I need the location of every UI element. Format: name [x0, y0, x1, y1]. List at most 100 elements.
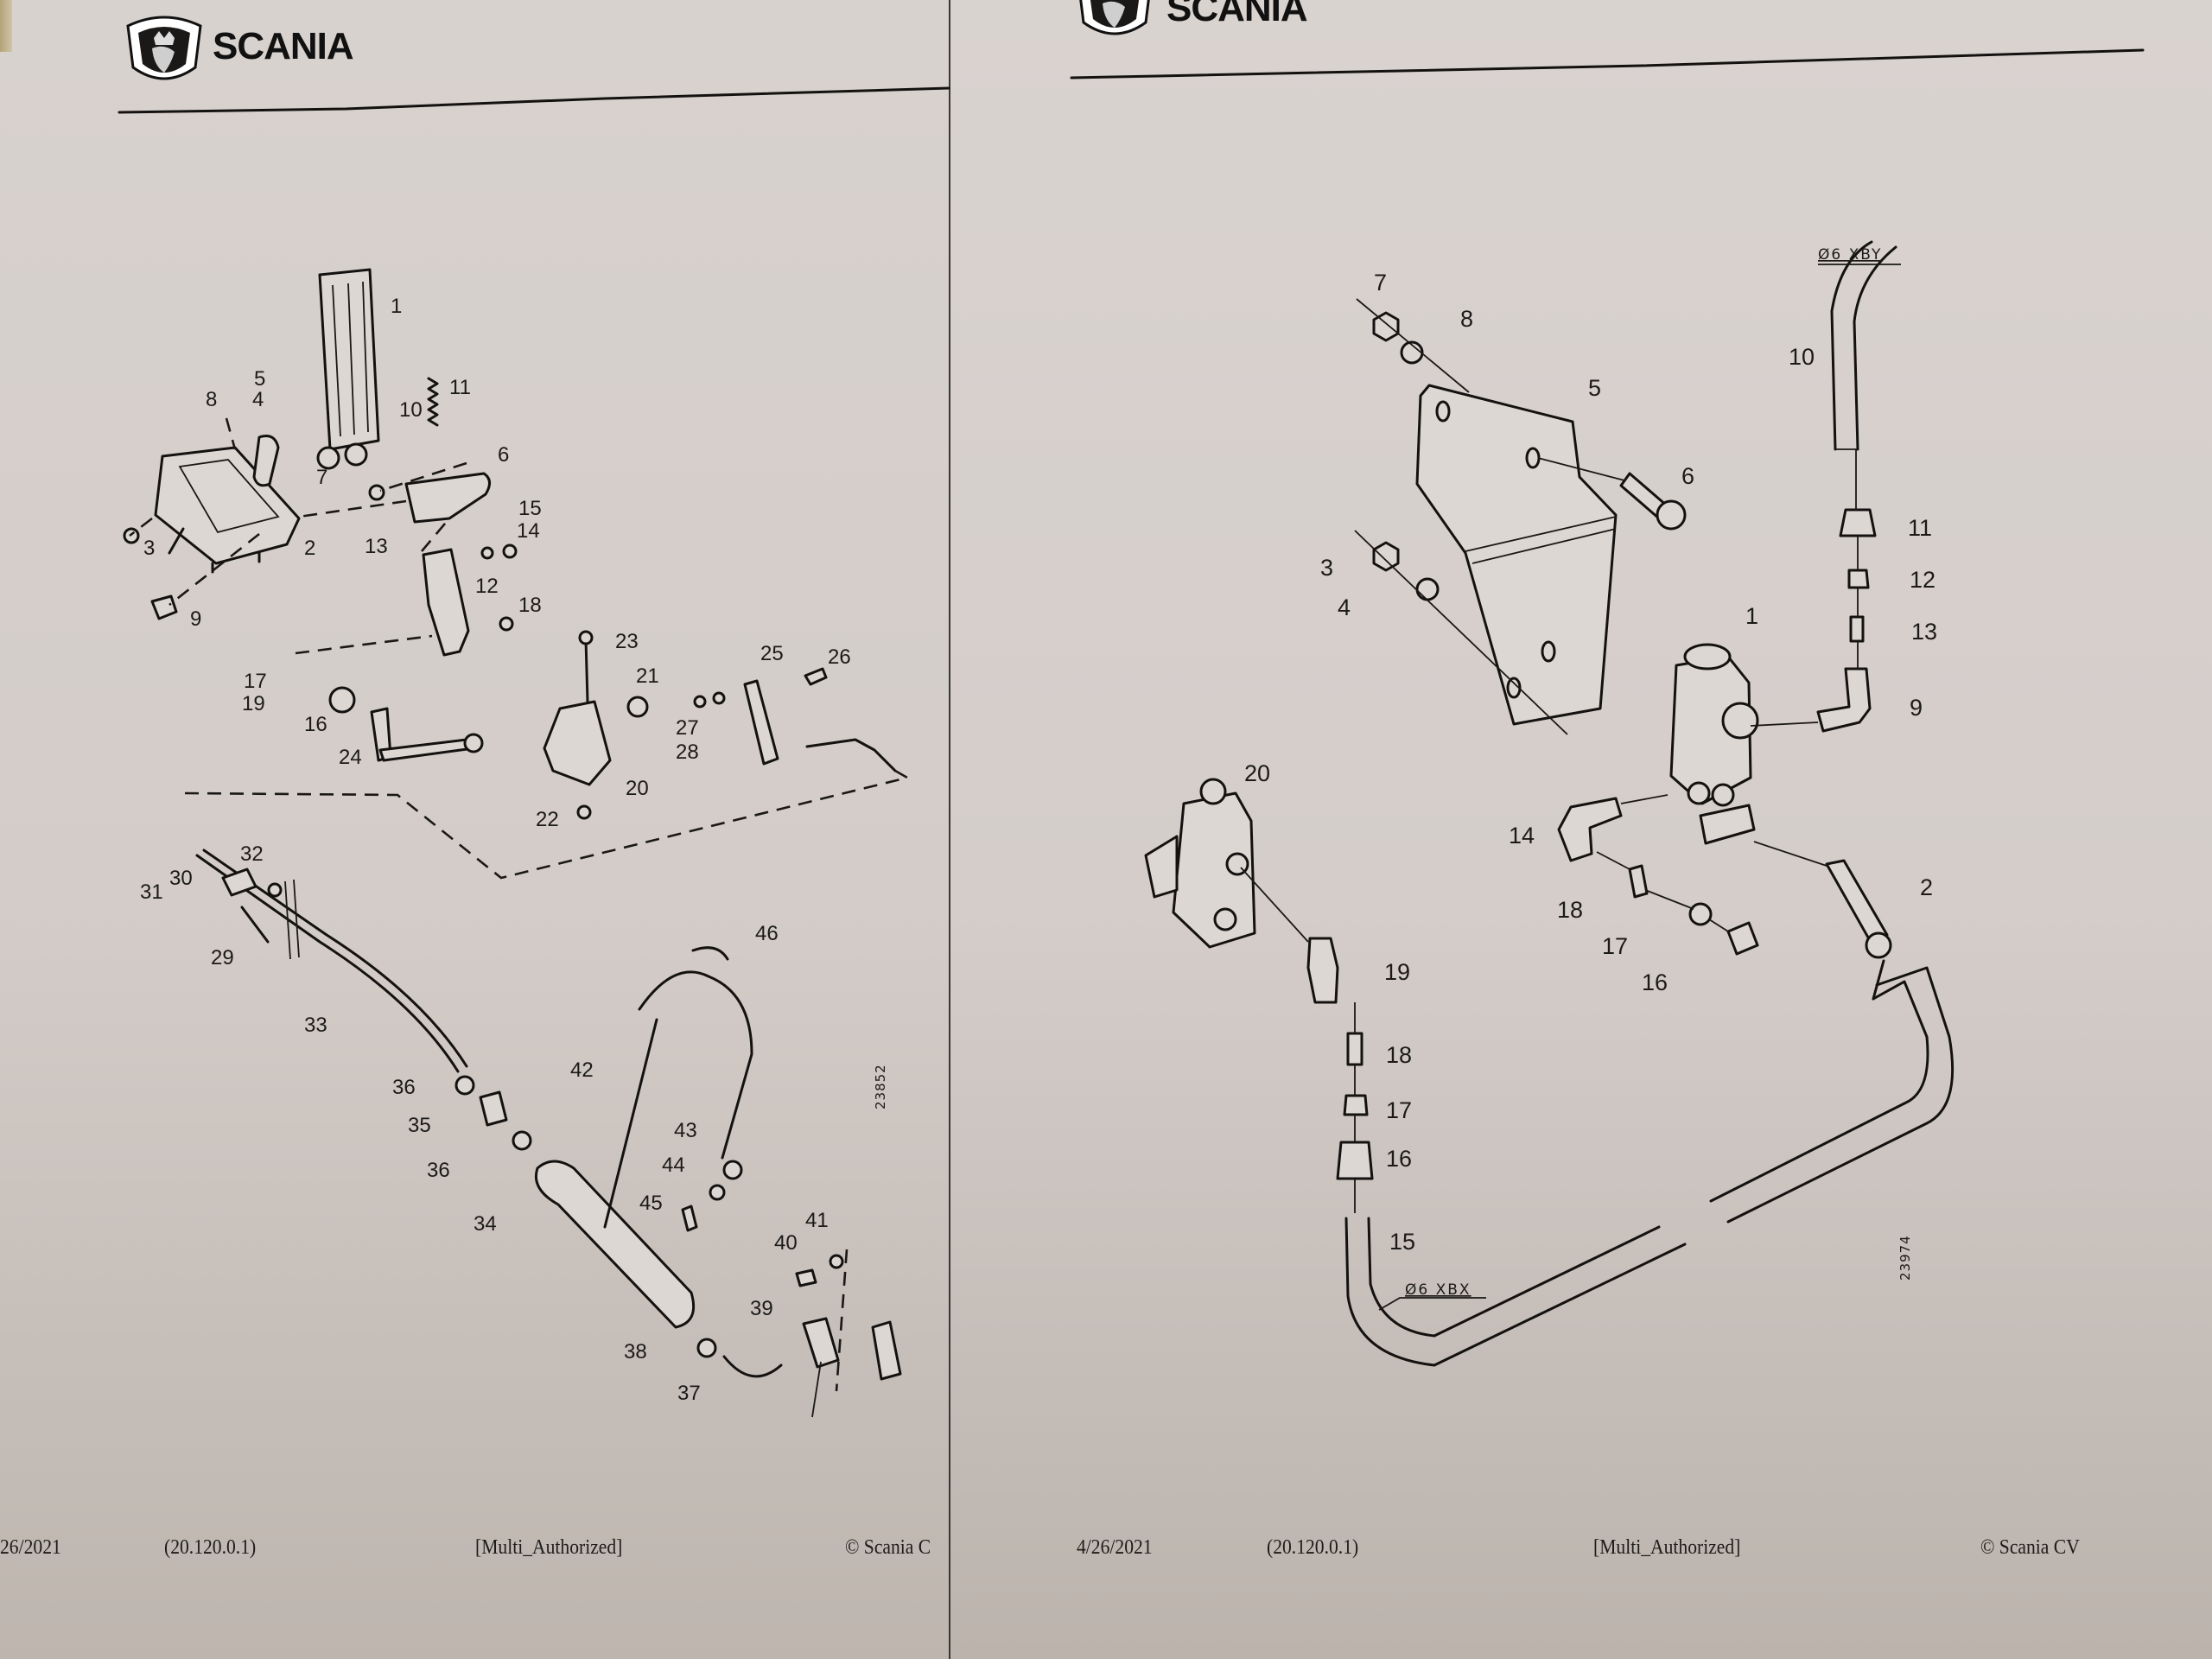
scania-wordmark: SCANIA [1166, 0, 1307, 29]
slave-cylinder [535, 1160, 696, 1329]
callout-5: 5 [254, 367, 265, 391]
callout-4: 4 [1338, 594, 1351, 620]
callout-17: 17 [244, 670, 267, 693]
callout-13: 13 [1911, 619, 1937, 645]
callout-labels: 1 2 3 4 5 6 7 8 9 10 11 12 13 14 15 16 1… [1244, 270, 1937, 1255]
elbow-fitting-14 [1557, 797, 1623, 862]
callout-4: 4 [252, 388, 264, 411]
page-edge-stain [0, 0, 12, 52]
callout-42: 42 [570, 1058, 594, 1082]
scania-griffin-logo-icon [126, 16, 202, 80]
callout-36: 36 [427, 1159, 450, 1182]
callout-28: 28 [676, 741, 699, 764]
tee-coupling [1144, 778, 1256, 949]
callout-39: 39 [750, 1297, 773, 1320]
callout-29: 29 [211, 946, 234, 969]
callout-9: 9 [1910, 695, 1923, 721]
drawing-number: 23852 [873, 1064, 888, 1109]
callout-8: 8 [206, 388, 217, 411]
callout-10: 10 [1789, 344, 1815, 370]
pedal-lever [252, 435, 280, 487]
callout-10: 10 [399, 398, 423, 422]
lever-arm [404, 472, 491, 524]
footer-date: 4/26/2021 [1077, 1536, 1153, 1559]
callout-27: 27 [676, 716, 699, 740]
callout-23: 23 [615, 630, 639, 653]
callout-13: 13 [365, 535, 388, 558]
callout-37: 37 [677, 1382, 701, 1405]
callout-7: 7 [1374, 270, 1387, 296]
scania-wordmark: SCANIA [213, 25, 353, 67]
callout-41: 41 [805, 1209, 829, 1232]
callout-33: 33 [304, 1014, 327, 1037]
callout-16: 16 [1386, 1146, 1412, 1172]
mounting-bracket [543, 700, 612, 786]
accelerator-pedal [316, 268, 380, 470]
callout-18: 18 [1386, 1042, 1412, 1068]
callout-11: 11 [449, 376, 471, 399]
elbow-fitting [1816, 667, 1872, 733]
callout-34: 34 [474, 1212, 497, 1236]
callout-9: 9 [190, 607, 201, 631]
callout-43: 43 [674, 1119, 697, 1142]
callout-12: 12 [1910, 567, 1936, 593]
left-catalogue-page: SCANIA [0, 0, 950, 1659]
control-cable [195, 854, 460, 1073]
callout-16: 16 [304, 713, 327, 736]
pipe-spec-lower: Ø6 XBX [1405, 1281, 1471, 1299]
callout-32: 32 [240, 842, 264, 866]
right-exploded-diagram: SCANIA [1070, 0, 2145, 1367]
callout-31: 31 [140, 880, 163, 904]
callout-11: 11 [1908, 515, 1932, 541]
callout-19: 19 [1384, 959, 1410, 985]
callout-25: 25 [760, 642, 784, 665]
callout-38: 38 [624, 1340, 647, 1363]
footer-copyright: © Scania CV [1980, 1536, 2080, 1559]
callout-30: 30 [169, 867, 193, 890]
callout-15: 15 [518, 497, 542, 520]
bushing [328, 686, 356, 714]
air-pipe-upper [1830, 240, 1873, 451]
left-exploded-diagram: SCANIA [118, 16, 950, 1418]
callout-1: 1 [1745, 603, 1758, 629]
callout-45: 45 [639, 1192, 663, 1215]
right-catalogue-page: SCANIA [950, 0, 2212, 1659]
pressure-valve [1669, 643, 1759, 845]
pedal-bracket-housing [154, 446, 301, 574]
air-pipe-lower [1344, 966, 1955, 1367]
callout-40: 40 [774, 1231, 798, 1255]
callout-17: 17 [1386, 1097, 1412, 1123]
callout-35: 35 [408, 1114, 431, 1137]
relay-lever [743, 679, 779, 766]
callout-36: 36 [392, 1076, 416, 1099]
callout-2: 2 [304, 537, 315, 560]
angled-fitting [1306, 937, 1339, 1004]
callout-20: 20 [626, 777, 649, 800]
header-rule [1070, 48, 2145, 79]
header-rule [118, 86, 950, 114]
footer-authorization: [Multi_Authorized] [1593, 1536, 1741, 1559]
callout-1: 1 [391, 295, 402, 318]
footer-version: (20.120.0.1) [1267, 1536, 1359, 1559]
callout-46: 46 [755, 922, 779, 945]
callout-18: 18 [518, 594, 542, 617]
footer-date: 26/2021 [0, 1536, 61, 1559]
callout-8: 8 [1460, 306, 1473, 332]
callout-17: 17 [1602, 933, 1628, 959]
callout-22: 22 [536, 808, 559, 831]
callout-6: 6 [498, 443, 509, 467]
callout-21: 21 [636, 664, 659, 688]
link-plate [422, 548, 470, 657]
union-nut [1839, 508, 1877, 537]
callout-3: 3 [1320, 555, 1333, 581]
return-spring [427, 377, 439, 427]
pipe-spec-upper: Ø6 XBY [1818, 246, 1882, 264]
footer-authorization: [Multi_Authorized] [475, 1536, 623, 1559]
scania-griffin-logo-icon [1079, 0, 1150, 35]
drawing-number: 23974 [1897, 1235, 1913, 1281]
callout-7: 7 [316, 466, 327, 489]
footer-version: (20.120.0.1) [164, 1536, 257, 1559]
callout-44: 44 [662, 1154, 685, 1177]
callout-14: 14 [1509, 823, 1535, 849]
callout-5: 5 [1588, 375, 1601, 401]
